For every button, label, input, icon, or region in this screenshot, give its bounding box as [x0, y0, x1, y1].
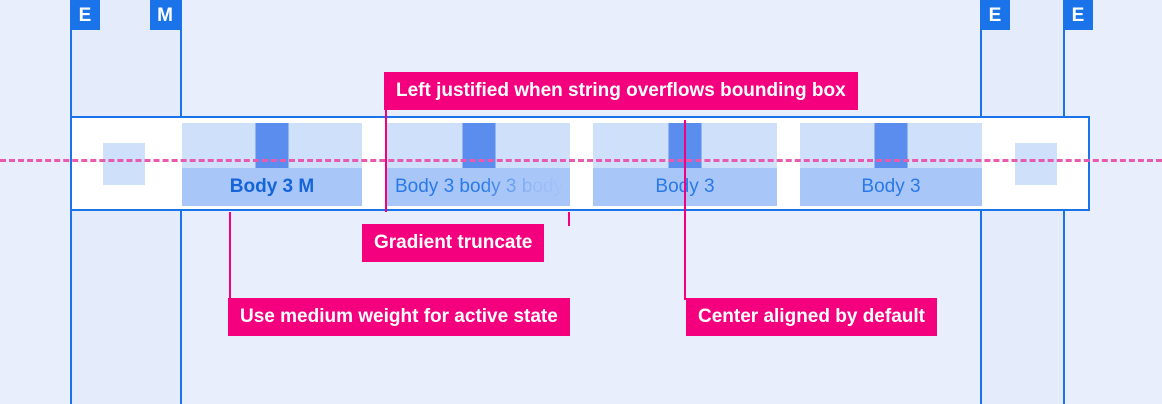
- vertical-center-guideline: [0, 159, 1162, 162]
- tab-label-4: Body 3: [861, 176, 921, 197]
- callout-center-aligned: Center aligned by default: [686, 298, 937, 336]
- tab-item-1[interactable]: Body 3 M: [182, 123, 362, 206]
- spacing-badge-m: M: [150, 0, 180, 30]
- callout-gradient-truncate: Gradient truncate: [362, 224, 545, 262]
- spacing-badge-e-left: E: [70, 0, 100, 30]
- leader-center-aligned: [684, 120, 686, 300]
- tab-label-1: Body 3 M: [229, 176, 315, 197]
- leading-spacer-square: [103, 143, 145, 185]
- spacing-badge-e-right-1: E: [980, 0, 1010, 30]
- leader-medium-weight: [229, 212, 231, 300]
- tab-item-2[interactable]: Body 3 body 3 body 3: [387, 123, 570, 206]
- tab-label-2: Body 3 body 3 body 3: [395, 176, 570, 197]
- spacing-badge-e-right-2: E: [1063, 0, 1093, 30]
- callout-left-justified: Left justified when string overflows bou…: [384, 72, 858, 110]
- tab-label-band-1: Body 3 M: [182, 168, 362, 206]
- callout-medium-weight: Use medium weight for active state: [228, 298, 570, 336]
- leader-left-justified: [385, 106, 387, 212]
- tab-item-4[interactable]: Body 3: [800, 123, 982, 206]
- tab-bar-component: Body 3 M Body 3 body 3 body 3 Body 3: [70, 116, 1090, 211]
- trailing-spacer-square: [1015, 143, 1057, 185]
- tab-label-band-2: Body 3 body 3 body 3: [387, 168, 570, 206]
- leader-gradient-truncate: [568, 212, 570, 226]
- tab-label-band-4: Body 3: [800, 168, 982, 206]
